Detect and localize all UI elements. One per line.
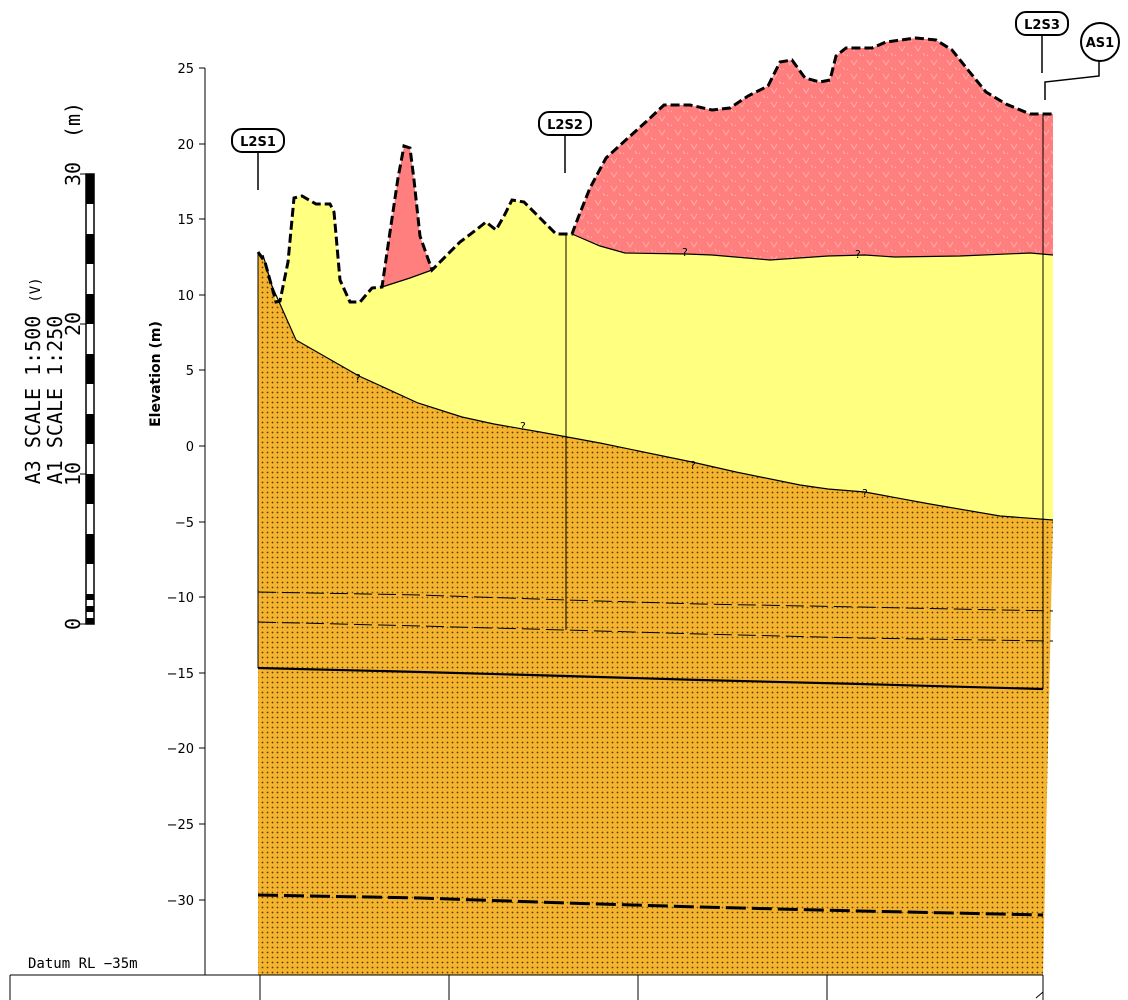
svg-text:L2S2: L2S2 (547, 118, 583, 133)
borehole-tag-l2s2: L2S2 (538, 111, 592, 173)
uncertain-mark: ? (855, 248, 861, 261)
scale-label-20: 20 (61, 312, 85, 336)
scale-label-30: 30 (61, 162, 85, 186)
scale-unit: (m) (61, 102, 85, 138)
tick-label: −30 (167, 894, 194, 909)
scale-label-10: 10 (61, 462, 85, 486)
section-tag-as1: AS1 (1044, 22, 1120, 100)
tick-label: 0 (186, 440, 194, 455)
scale-line-a3: A3 SCALE 1:500 (21, 316, 45, 485)
axis-ticks (199, 67, 205, 901)
svg-text:L2S3: L2S3 (1024, 18, 1060, 33)
yellow-unit (258, 196, 1053, 520)
tick-label: 10 (177, 289, 194, 304)
tick-label: −10 (167, 591, 194, 606)
tick-label: −5 (175, 516, 194, 531)
axis-title: Elevation (m) (148, 321, 164, 427)
borehole-tag-l2s1: L2S1 (231, 128, 285, 190)
red-unit (572, 38, 1053, 260)
tick-label: −20 (167, 742, 194, 757)
uncertain-mark: ? (862, 487, 868, 500)
layer-line-d (257, 893, 1044, 917)
layer-line-c (257, 666, 1044, 691)
uncertain-mark: ? (682, 246, 688, 259)
scale-bar (80, 173, 95, 625)
tick-label: 25 (177, 62, 194, 77)
table-mark (1035, 991, 1044, 999)
svg-text:L2S1: L2S1 (240, 135, 276, 150)
datum-label: Datum RL −35m (28, 956, 138, 972)
ground-surface-line (256, 36, 1053, 304)
scale-v-mark: (V) (28, 277, 44, 302)
uncertain-mark: ? (690, 459, 696, 472)
tick-label: −25 (167, 818, 194, 833)
orange-dotted-unit (258, 252, 1053, 975)
scale-line-a1: A1 SCALE 1:250 (43, 316, 67, 485)
svg-text:AS1: AS1 (1086, 36, 1114, 51)
scale-label-0: 0 (61, 618, 85, 630)
borehole-tag-l2s3: L2S3 (1015, 11, 1069, 73)
tick-label: −15 (167, 667, 194, 682)
layer-line-a (257, 591, 1054, 612)
boundary-lower (262, 254, 1054, 521)
layer-line-b (257, 621, 1054, 642)
tick-label: 5 (186, 364, 194, 379)
red-unit-spike (382, 146, 432, 287)
uncertain-mark: ? (355, 372, 361, 385)
tick-label: 15 (177, 213, 194, 228)
boundary-upper-left (381, 269, 433, 288)
tick-label: 20 (177, 138, 194, 153)
uncertain-mark: ? (520, 420, 526, 433)
boundary-upper (571, 233, 1054, 261)
